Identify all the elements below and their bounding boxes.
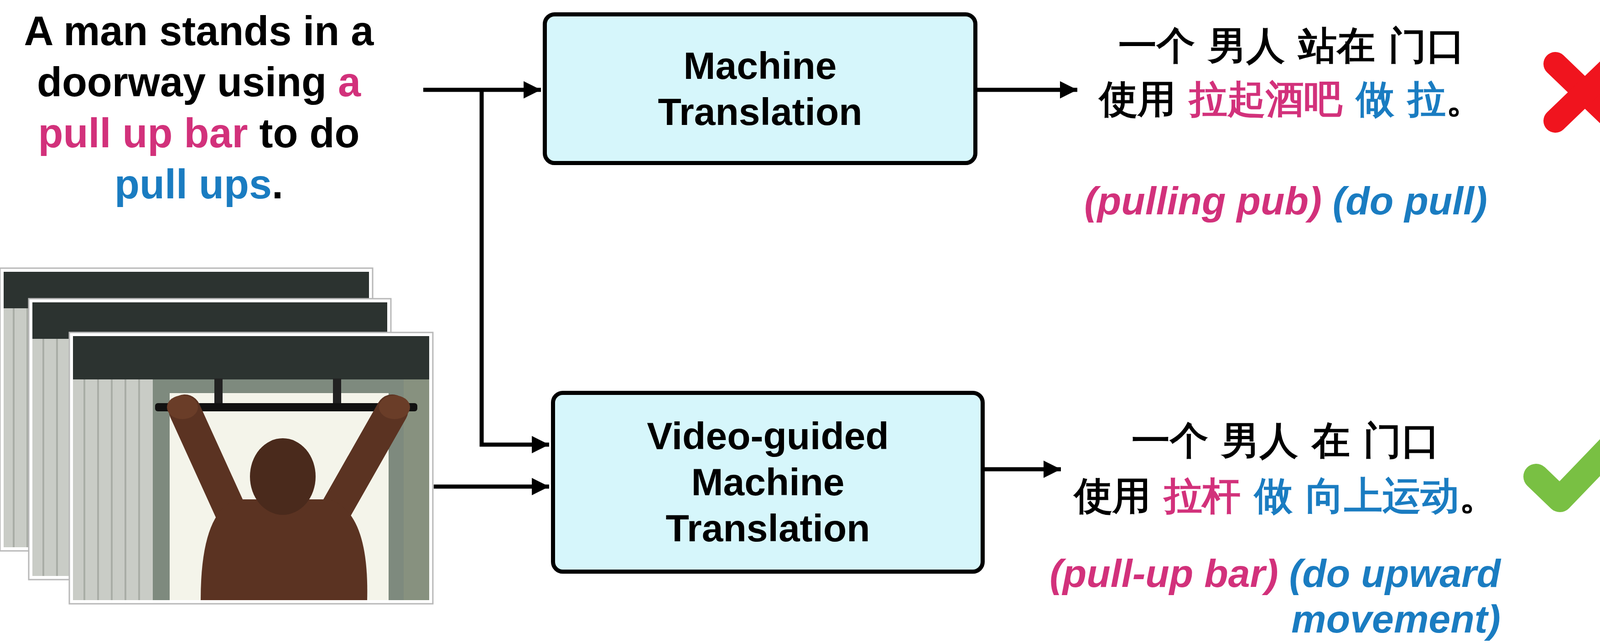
source-sentence: A man stands in a doorway using a pull u… bbox=[3, 5, 395, 210]
gloss-text: (pulling pub) (do pull) bbox=[1057, 177, 1514, 224]
arrow bbox=[433, 484, 550, 489]
translation-text: 一个 男人 站在 门口 bbox=[1118, 23, 1465, 68]
translation-text: 使用 拉杆 做 向上运动。 bbox=[1053, 472, 1519, 520]
translation-text: 拉杆 bbox=[1163, 473, 1241, 519]
process-box: Video-guided Machine Translation bbox=[550, 390, 985, 574]
translation-text: 一个 男人 在 门口 bbox=[1131, 418, 1440, 463]
arrow bbox=[984, 467, 1061, 472]
gloss-text: (pulling pub) bbox=[1084, 178, 1322, 223]
box-label: Video-guided Machine Translation bbox=[589, 413, 947, 551]
check-mark bbox=[1536, 440, 1600, 500]
sentence-part: to do bbox=[259, 110, 360, 156]
sentence-part: . bbox=[271, 161, 284, 208]
translation-text: 做 向上运动 bbox=[1254, 473, 1460, 519]
gloss-text: (pull-up bar) (do upward movement) bbox=[998, 550, 1501, 642]
translation-text: 。 bbox=[1445, 76, 1485, 122]
sentence-part: A man stands in a doorway using bbox=[24, 8, 375, 105]
arrow bbox=[481, 89, 550, 445]
translation-text: 做 拉 bbox=[1355, 76, 1446, 122]
box-label: Machine Translation bbox=[581, 42, 940, 136]
translation-text: 一个 男人 站在 门口 bbox=[1063, 22, 1520, 69]
process-box: Machine Translation bbox=[542, 12, 978, 166]
sentence-part: pull ups bbox=[114, 161, 272, 208]
translation-text: 使用 bbox=[1099, 76, 1176, 122]
arrow bbox=[977, 88, 1078, 93]
cross-mark bbox=[1555, 63, 1600, 121]
gloss-text: (pull-up bar) bbox=[1049, 551, 1279, 596]
translation-text: 使用 bbox=[1074, 473, 1151, 519]
gloss-text: (do pull) bbox=[1332, 178, 1488, 223]
translation-text: 使用 拉起酒吧 做 拉。 bbox=[1063, 76, 1520, 123]
translation-text: 拉起酒吧 bbox=[1189, 76, 1343, 122]
translation-text: 一个 男人 在 门口 bbox=[1057, 417, 1514, 464]
video-frame bbox=[69, 332, 433, 604]
video-frames bbox=[0, 268, 433, 604]
translation-text: 。 bbox=[1459, 473, 1498, 519]
gloss-text: (do upward movement) bbox=[1289, 551, 1501, 641]
